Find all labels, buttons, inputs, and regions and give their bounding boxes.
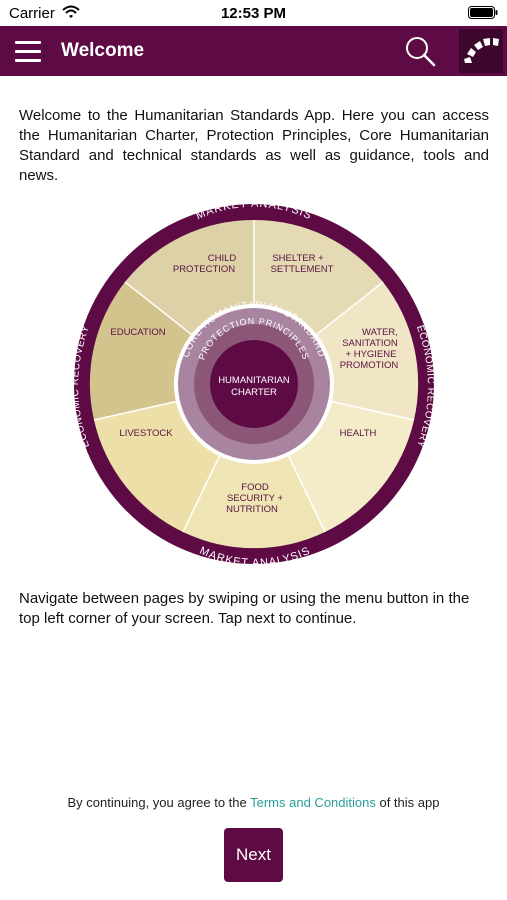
sector-label-food-2: SECURITY + bbox=[227, 493, 284, 504]
next-button[interactable]: Next bbox=[224, 828, 283, 882]
sector-label-wash-3: + HYGIENE bbox=[346, 349, 397, 360]
hamburger-icon bbox=[15, 59, 41, 62]
sector-label-food-1: FOOD bbox=[241, 482, 269, 493]
battery-icon bbox=[468, 6, 498, 19]
charter-label-1: HUMANITARIAN bbox=[218, 375, 290, 386]
charter-center bbox=[210, 340, 298, 428]
standards-wheel: MARKET ANALYSIS MARKET ANALYSIS ECONOMIC… bbox=[70, 198, 435, 569]
nav-bar: Welcome bbox=[0, 26, 507, 76]
sphere-logo-icon bbox=[464, 38, 499, 63]
sector-label-shelter-1: SHELTER + bbox=[272, 253, 324, 264]
sector-label-health: HEALTH bbox=[340, 428, 377, 439]
app-logo bbox=[459, 29, 503, 73]
sector-label-child-2: PROTECTION bbox=[173, 264, 235, 275]
page-title: Welcome bbox=[61, 40, 145, 61]
search-icon[interactable] bbox=[403, 34, 437, 68]
sector-label-wash-1: WATER, bbox=[362, 327, 398, 338]
status-time: 12:53 PM bbox=[220, 5, 287, 22]
terms-suffix: of this app bbox=[375, 795, 440, 810]
instructions-paragraph: Navigate between pages by swiping or usi… bbox=[19, 590, 470, 627]
terms-prefix: By continuing, you agree to the bbox=[67, 795, 251, 810]
hamburger-icon bbox=[15, 41, 41, 44]
carrier-label: Carrier bbox=[9, 5, 55, 22]
sector-label-education: EDUCATION bbox=[110, 327, 165, 338]
wifi-icon bbox=[62, 5, 80, 18]
sector-label-wash-4: PROMOTION bbox=[340, 360, 399, 371]
charter-label-2: CHARTER bbox=[231, 387, 277, 398]
menu-button[interactable] bbox=[10, 33, 46, 69]
hamburger-icon bbox=[15, 50, 41, 53]
sector-food bbox=[183, 384, 325, 549]
terms-notice: By continuing, you agree to the Terms an… bbox=[0, 795, 507, 810]
sector-label-shelter-2: SETTLEMENT bbox=[271, 264, 334, 275]
sector-label-wash-2: SANITATION bbox=[342, 338, 398, 349]
sector-label-food-3: NUTRITION bbox=[226, 504, 278, 515]
sector-label-child-1: CHILD bbox=[208, 253, 237, 264]
status-bar: Carrier 12:53 PM bbox=[0, 0, 507, 26]
sector-label-livestock: LIVESTOCK bbox=[119, 428, 173, 439]
intro-paragraph: Welcome to the Humanitarian Standards Ap… bbox=[19, 107, 489, 184]
terms-link[interactable]: Terms and Conditions bbox=[250, 795, 376, 810]
